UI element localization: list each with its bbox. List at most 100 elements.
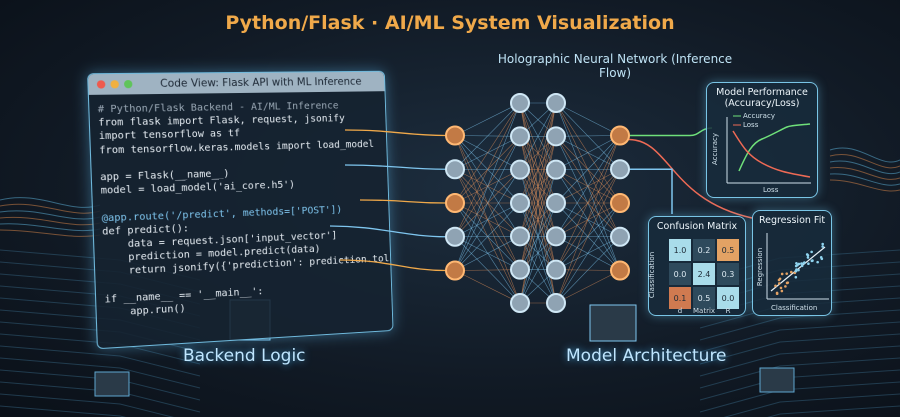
performance-ylabel: Accuracy xyxy=(710,133,719,165)
scatter-point xyxy=(797,268,800,272)
neuron-node xyxy=(546,226,566,247)
glow-stream xyxy=(829,167,900,180)
matrix-cell: 1.0 xyxy=(669,239,691,261)
model-performance-card: Model Performance (Accuracy/Loss) Accura… xyxy=(706,82,818,198)
regression-fit-card: Regression Fit Regression Classification xyxy=(752,210,832,316)
matrix-cell: 0.0 xyxy=(717,287,739,309)
scatter-point xyxy=(780,272,784,276)
chip-icon xyxy=(759,367,795,393)
confusion-ylabel: Classification xyxy=(648,251,657,299)
circuit-trace xyxy=(0,357,201,389)
confusion-xlabel-2: R xyxy=(725,307,731,315)
accuracy-line xyxy=(738,123,811,172)
network-connection xyxy=(454,102,521,170)
scatter-point xyxy=(784,285,787,288)
network-connection xyxy=(519,236,557,304)
network-connection xyxy=(454,102,521,237)
glow-stream xyxy=(829,173,900,186)
confusion-title: Confusion Matrix xyxy=(656,221,738,232)
confusion-xlabel-1: Matrix xyxy=(693,307,716,315)
neuron-node xyxy=(510,93,530,113)
circuit-trace xyxy=(0,405,127,417)
neuron-node xyxy=(546,126,566,147)
confusion-xlabel-0: d xyxy=(677,307,683,315)
network-connection xyxy=(555,135,621,170)
neuron-node xyxy=(546,93,566,113)
network-connection xyxy=(454,269,521,271)
glow-stream xyxy=(0,197,101,208)
glow-stream xyxy=(0,216,101,226)
chip-icon xyxy=(589,304,637,342)
circuit-trace xyxy=(699,309,900,341)
regression-title: Regression Fit xyxy=(758,215,826,226)
circuit-trace xyxy=(0,393,175,417)
neuron-node xyxy=(510,193,530,213)
circuit-trace xyxy=(0,345,201,377)
scatter-point xyxy=(807,262,810,266)
circuit-trace xyxy=(699,345,900,377)
neuron-node xyxy=(546,159,566,180)
legend-accuracy: Accuracy xyxy=(743,112,775,120)
glow-stream xyxy=(0,223,101,232)
neuron-node xyxy=(445,159,465,180)
network-connection xyxy=(555,236,621,304)
neuron-node xyxy=(610,193,630,213)
matrix-cell: 2.4 xyxy=(693,263,715,285)
scatter-point xyxy=(800,264,804,268)
scatter-point xyxy=(774,284,777,288)
input-flow-line xyxy=(344,129,447,137)
matrix-cell: 0.1 xyxy=(669,287,691,309)
matrix-cell: 0.5 xyxy=(717,239,739,261)
scatter-point xyxy=(779,286,783,290)
performance-chart xyxy=(726,115,811,184)
scatter-point xyxy=(810,259,814,263)
scatter-point xyxy=(806,253,810,257)
network-connection xyxy=(454,236,521,271)
matrix-cell: 0.0 xyxy=(669,263,691,285)
neuron-node xyxy=(610,159,630,180)
circuit-trace xyxy=(699,333,900,365)
network-connection xyxy=(454,102,521,271)
circuit-trace xyxy=(699,357,900,389)
performance-title: Model Performance xyxy=(716,87,808,98)
network-connection xyxy=(555,135,621,270)
neuron-node xyxy=(445,125,465,146)
loss-line xyxy=(732,130,811,178)
network-connection xyxy=(555,270,621,304)
network-connection xyxy=(555,135,621,137)
neuron-node xyxy=(610,260,630,281)
scatter-point xyxy=(785,272,789,275)
regression-chart xyxy=(766,233,829,300)
performance-xlabel: Loss xyxy=(763,186,779,194)
network-connection xyxy=(454,169,521,271)
network-connection xyxy=(555,135,621,204)
neuron-node xyxy=(546,259,566,280)
scatter-point xyxy=(810,250,813,254)
network-connection xyxy=(454,102,521,136)
neuron-node xyxy=(510,259,530,280)
neuron-node xyxy=(445,260,465,281)
regression-xlabel: Classification xyxy=(771,304,818,312)
scatter-point xyxy=(775,292,779,296)
network-connection xyxy=(519,102,557,204)
scatter-point xyxy=(800,262,803,265)
scatter-point xyxy=(789,270,793,274)
glow-stream xyxy=(0,229,101,237)
network-connection xyxy=(454,202,521,271)
neuron-node xyxy=(510,159,530,180)
page-title: Python/Flask · AI/ML System Visualizatio… xyxy=(225,12,675,34)
glow-stream xyxy=(0,210,101,220)
network-connection xyxy=(454,136,521,271)
scatter-point xyxy=(806,256,810,259)
network-connection xyxy=(555,135,621,237)
input-flow-line xyxy=(344,164,447,170)
scatter-point xyxy=(795,268,798,271)
output-flow-loss xyxy=(628,138,753,219)
circuit-trace xyxy=(767,405,900,417)
neuron-node xyxy=(445,193,465,213)
glow-stream xyxy=(829,154,900,169)
network-subtitle: Holographic Neural Network (Inference Fl… xyxy=(497,52,733,80)
